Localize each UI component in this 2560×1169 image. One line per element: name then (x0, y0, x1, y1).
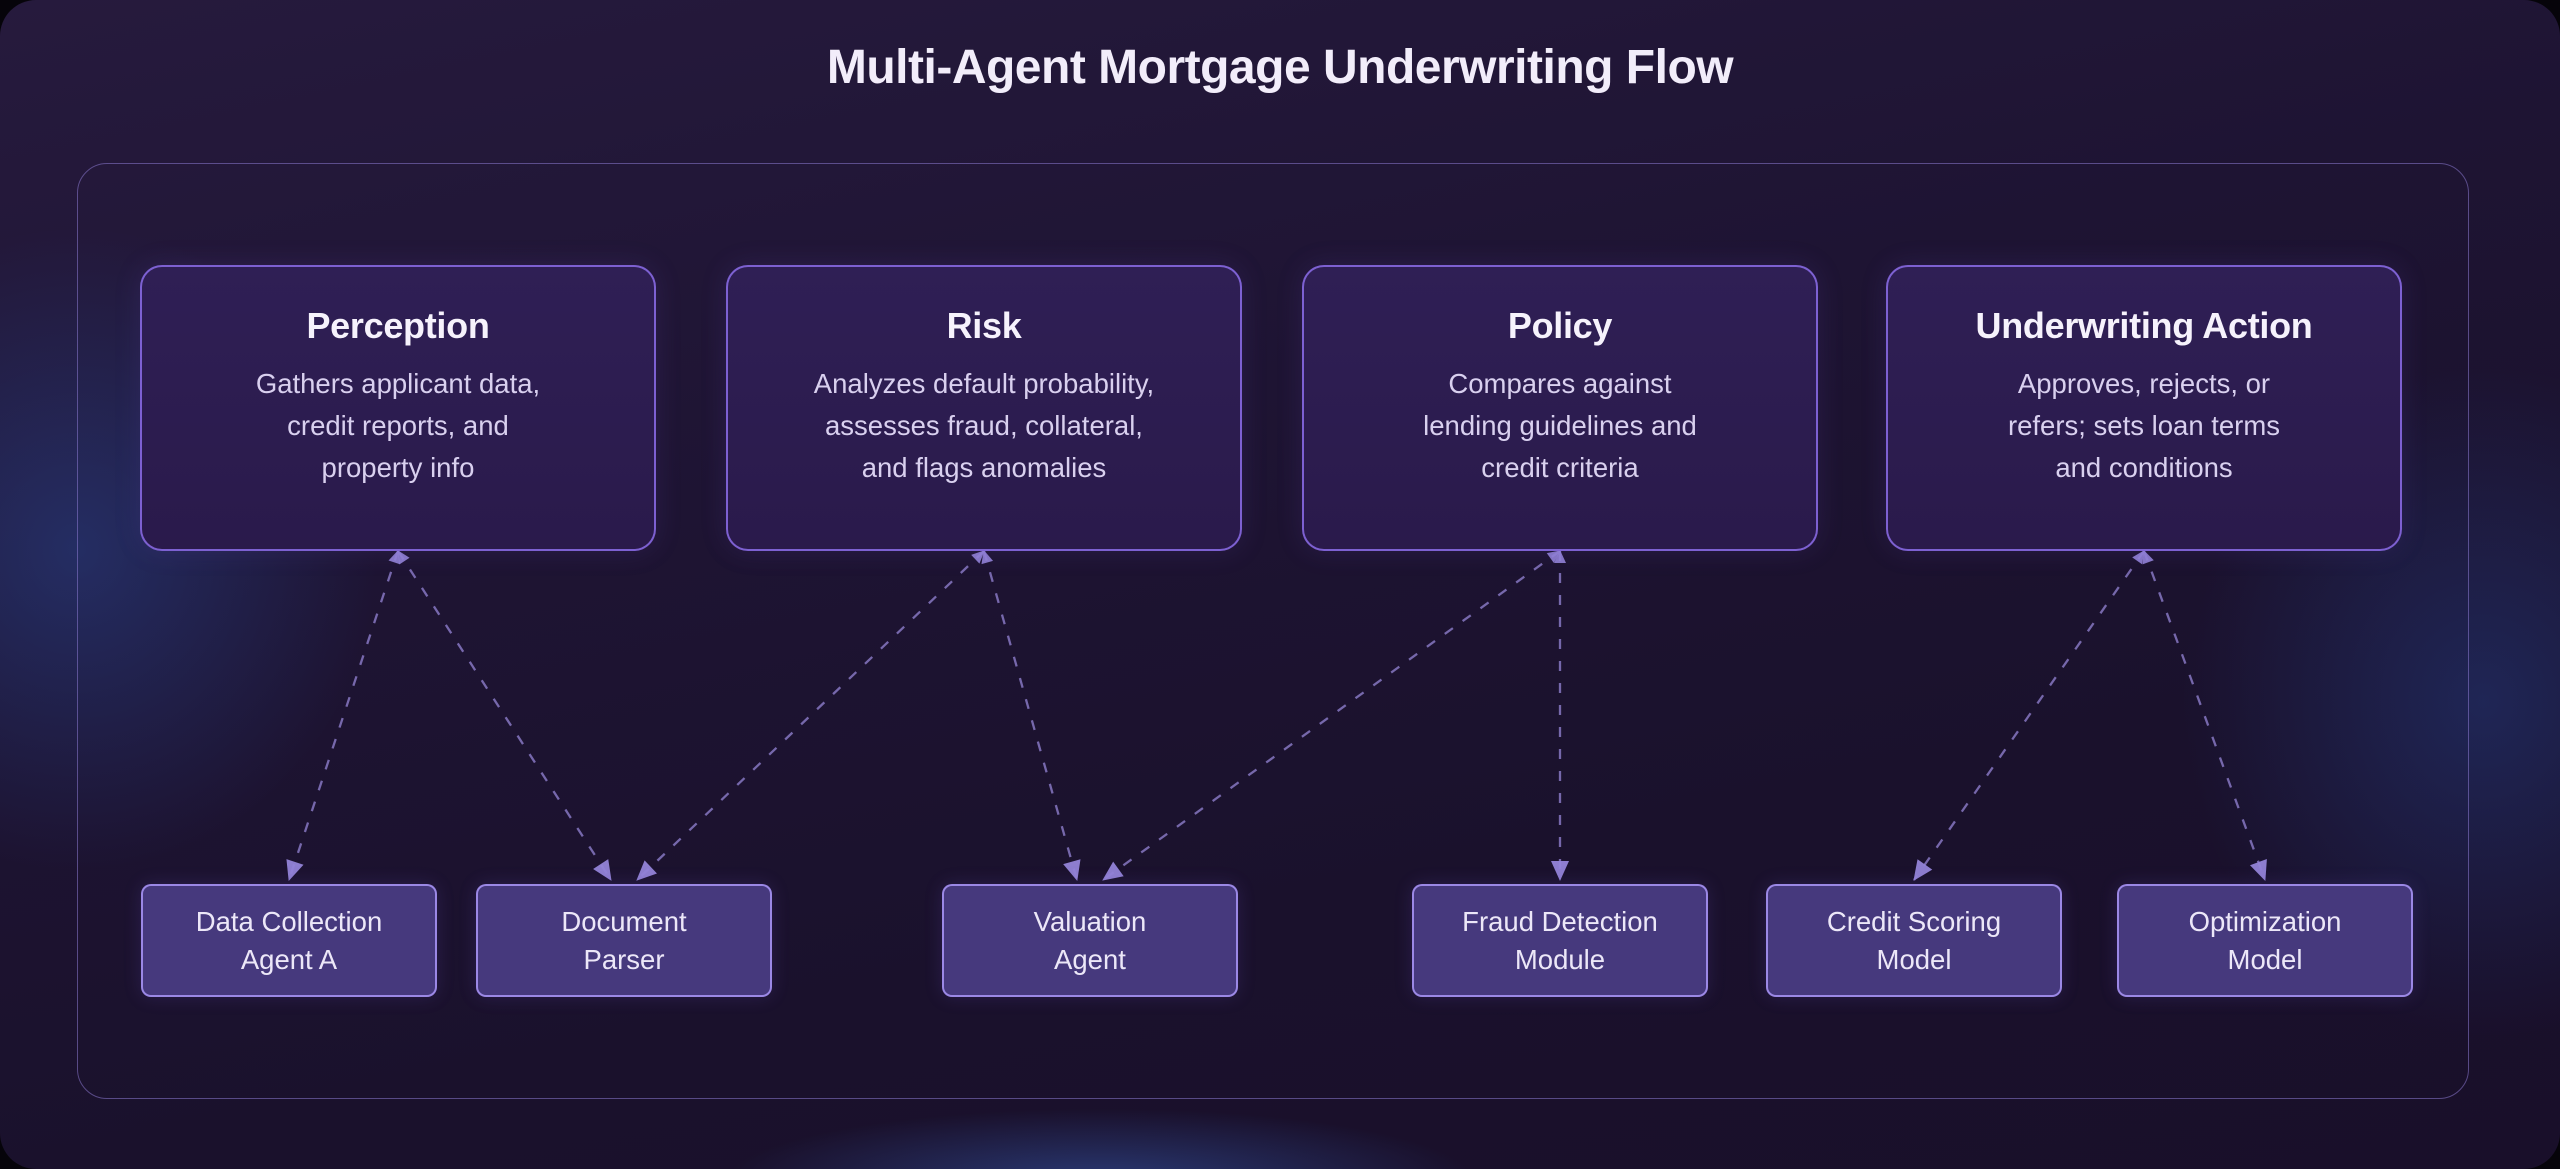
module-box-data-collection-agent-a: Data Collection Agent A (141, 884, 437, 997)
agent-description: Analyzes default probability, assesses f… (813, 368, 1155, 483)
page-title: Multi-Agent Mortgage Underwriting Flow (826, 41, 1734, 94)
agent-box-policy: Policy Compares against lending guidelin… (1302, 265, 1818, 551)
agent-description: Gathers applicant data, credit reports, … (255, 368, 541, 483)
module-label: Fraud Detection Module (1462, 906, 1658, 975)
agent-name: Policy (1507, 305, 1613, 346)
flow-frame (77, 163, 2469, 1099)
agent-description: Compares against lending guidelines and … (1423, 368, 1697, 483)
module-label: Data Collection Agent A (195, 906, 383, 975)
module-box-valuation-agent: Valuation Agent (942, 884, 1238, 997)
module-box-credit-scoring-model: Credit Scoring Model (1766, 884, 2062, 997)
agent-box-risk: Risk Analyzes default probability, asses… (726, 265, 1242, 551)
agent-name: Underwriting Action (1975, 305, 2313, 346)
module-label: Credit Scoring Model (1826, 906, 2002, 975)
module-label: Optimization Model (2188, 906, 2342, 975)
agent-box-perception: Perception Gathers applicant data, credi… (140, 265, 656, 551)
agent-box-underwriting-action: Underwriting Action Approves, rejects, o… (1886, 265, 2402, 551)
agent-description: Approves, rejects, or refers; sets loan … (2007, 368, 2281, 483)
module-box-document-parser: Document Parser (476, 884, 772, 997)
module-label: Document Parser (561, 906, 687, 975)
agent-name: Perception (306, 305, 490, 346)
module-box-fraud-detection-module: Fraud Detection Module (1412, 884, 1708, 997)
module-box-optimization-model: Optimization Model (2117, 884, 2413, 997)
agent-name: Risk (946, 305, 1022, 346)
module-label: Valuation Agent (1033, 906, 1147, 975)
